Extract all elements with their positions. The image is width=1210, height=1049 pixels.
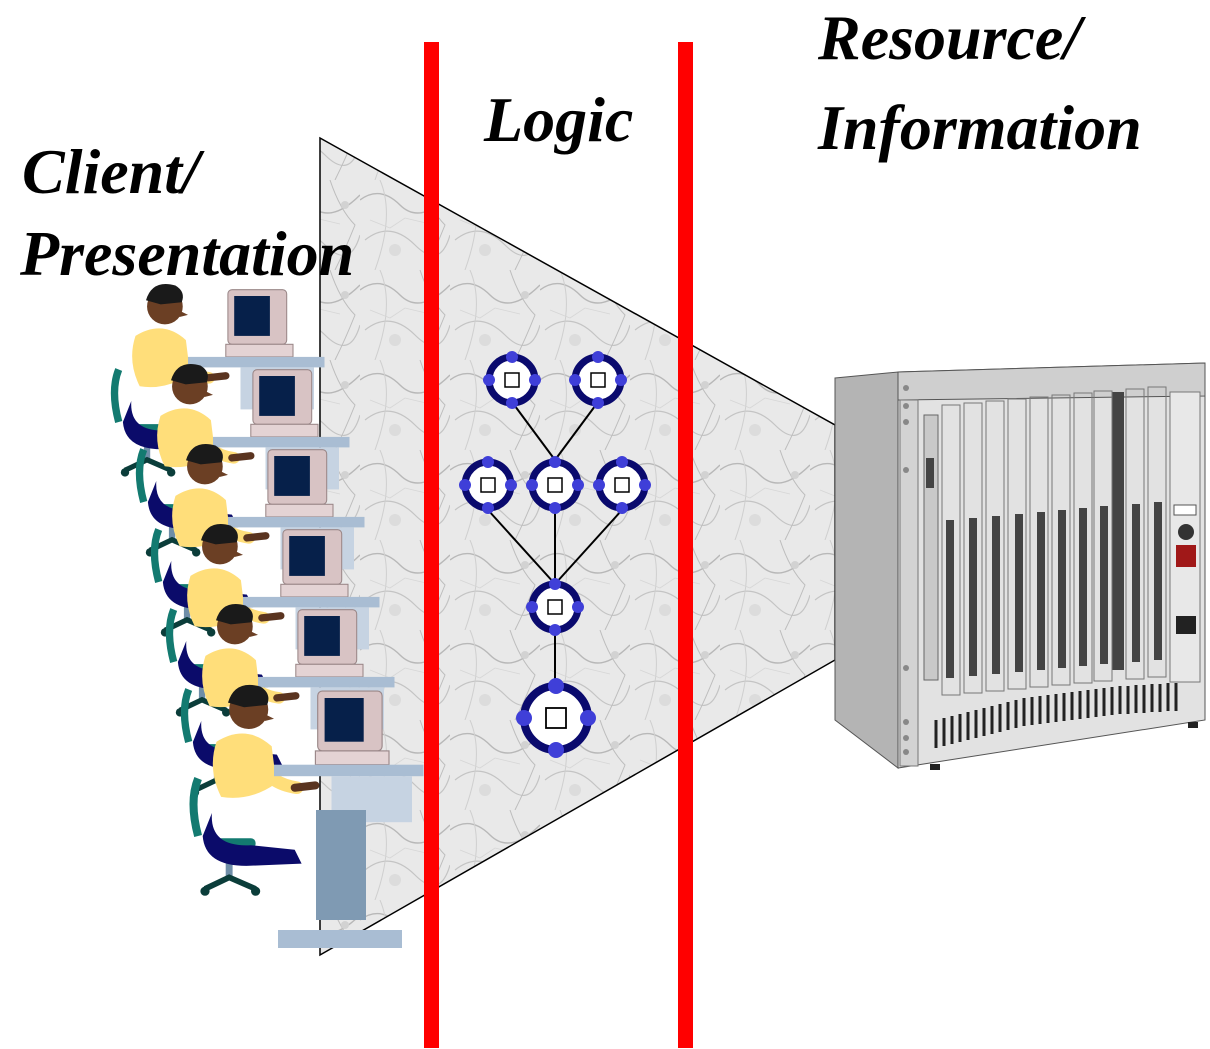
logic-tree-nodes	[459, 351, 651, 758]
server-rack-icon	[834, 362, 1206, 770]
divider-line-right	[678, 42, 693, 1048]
component-node-icon	[569, 351, 627, 409]
tier-label-information: Information	[818, 92, 1142, 163]
tier-label-client: Client/	[22, 136, 200, 207]
tier-label-presentation: Presentation	[20, 218, 355, 289]
workers-group	[115, 284, 424, 948]
component-node-icon	[593, 456, 651, 514]
component-node-icon	[526, 456, 584, 514]
tier-label-logic: Logic	[484, 84, 634, 155]
component-node-icon	[516, 678, 596, 758]
marble-cone	[319, 136, 836, 957]
tier-label-resource: Resource/	[818, 2, 1082, 73]
component-node-icon	[526, 578, 584, 636]
component-node-icon	[483, 351, 541, 409]
divider-line-left	[424, 42, 439, 1048]
component-node-icon	[459, 456, 517, 514]
